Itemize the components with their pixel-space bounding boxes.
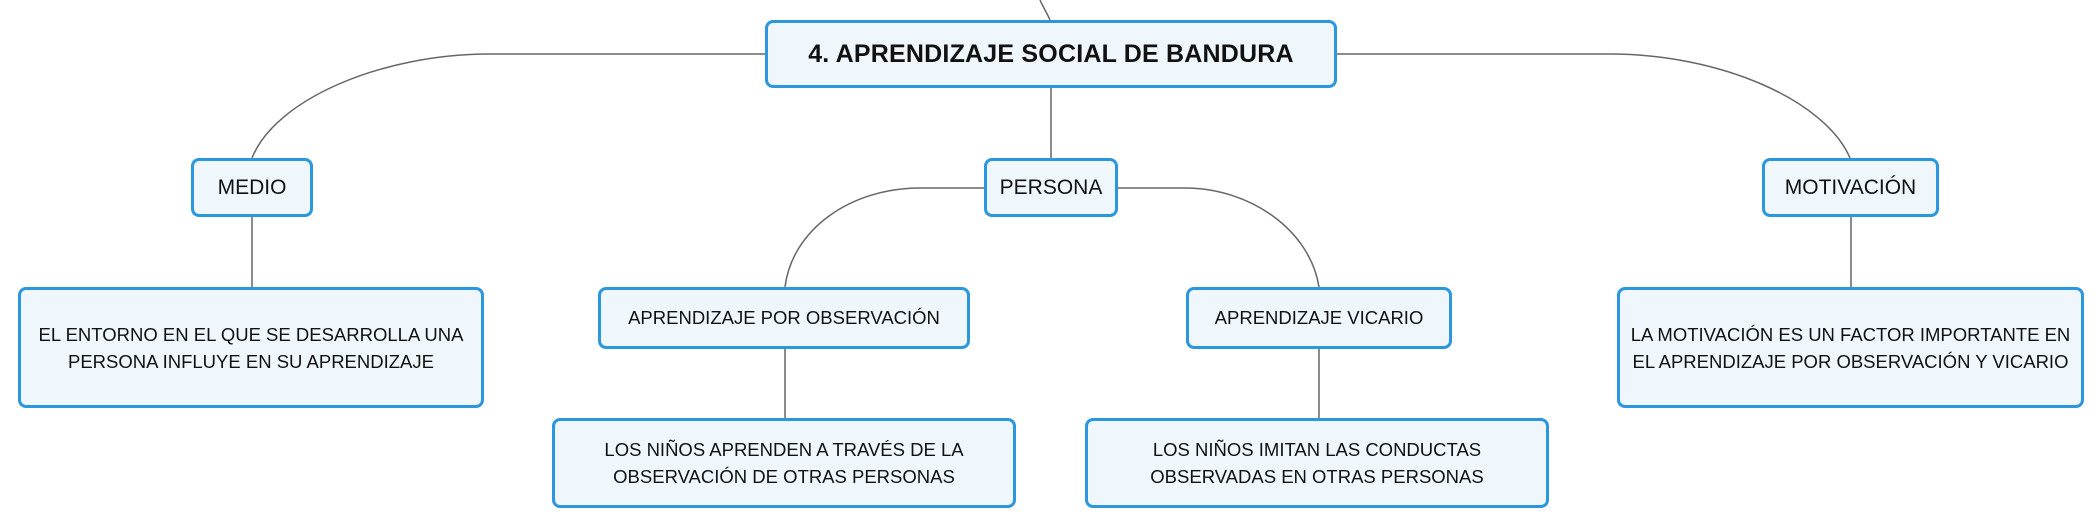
node-aprendizaje-observacion-label: APRENDIZAJE POR OBSERVACIÓN bbox=[628, 307, 940, 328]
root-node[interactable]: 4. APRENDIZAJE SOCIAL DE BANDURA bbox=[765, 20, 1337, 88]
node-observacion-detail[interactable]: LOS NIÑOS APRENDEN A TRAVÉS DE LA OBSERV… bbox=[552, 418, 1016, 508]
connector-persona-vicario bbox=[1118, 187, 1320, 288]
connector-root-motivacion bbox=[1337, 53, 1851, 159]
node-observacion-detail-line2: OBSERVACIÓN DE OTRAS PERSONAS bbox=[613, 466, 955, 487]
node-aprendizaje-vicario[interactable]: APRENDIZAJE VICARIO bbox=[1186, 287, 1452, 349]
node-vicario-detail-line2: OBSERVADAS EN OTRAS PERSONAS bbox=[1150, 466, 1484, 487]
node-observacion-detail-line1: LOS NIÑOS APRENDEN A TRAVÉS DE LA bbox=[604, 439, 964, 460]
node-medio-label: MEDIO bbox=[217, 175, 287, 199]
node-medio-detail-line1: EL ENTORNO EN EL QUE SE DESARROLLA UNA bbox=[38, 323, 464, 345]
node-motivacion-detail-line1: LA MOTIVACIÓN ES UN FACTOR IMPORTANTE EN bbox=[1630, 323, 2071, 345]
connector-root-medio bbox=[251, 53, 765, 159]
connector-parent-root bbox=[1039, 0, 1051, 21]
node-motivacion[interactable]: MOTIVACIÓN bbox=[1762, 158, 1939, 217]
node-motivacion-detail-text: LA MOTIVACIÓN ES UN FACTOR IMPORTANTE EN… bbox=[1631, 321, 2071, 375]
root-title: 4. APRENDIZAJE SOCIAL DE BANDURA bbox=[808, 39, 1294, 68]
node-motivacion-detail[interactable]: LA MOTIVACIÓN ES UN FACTOR IMPORTANTE EN… bbox=[1617, 287, 2084, 408]
node-motivacion-label: MOTIVACIÓN bbox=[1784, 175, 1917, 199]
node-medio-detail-line2: PERSONA INFLUYE EN SU APRENDIZAJE bbox=[68, 350, 434, 372]
node-medio-detail[interactable]: EL ENTORNO EN EL QUE SE DESARROLLA UNA P… bbox=[18, 287, 484, 408]
node-observacion-detail-text: LOS NIÑOS APRENDEN A TRAVÉS DE LA OBSERV… bbox=[604, 436, 963, 490]
node-vicario-detail[interactable]: LOS NIÑOS IMITAN LAS CONDUCTAS OBSERVADA… bbox=[1085, 418, 1549, 508]
node-aprendizaje-vicario-label: APRENDIZAJE VICARIO bbox=[1214, 307, 1424, 328]
node-persona[interactable]: PERSONA bbox=[984, 158, 1118, 217]
node-vicario-detail-line1: LOS NIÑOS IMITAN LAS CONDUCTAS bbox=[1152, 439, 1482, 460]
node-motivacion-detail-line2: EL APRENDIZAJE POR OBSERVACIÓN Y VICARIO bbox=[1632, 350, 2069, 372]
node-persona-label: PERSONA bbox=[999, 175, 1103, 199]
connector-persona-observacion bbox=[784, 187, 984, 288]
node-aprendizaje-observacion[interactable]: APRENDIZAJE POR OBSERVACIÓN bbox=[598, 287, 970, 349]
node-medio-detail-text: EL ENTORNO EN EL QUE SE DESARROLLA UNA P… bbox=[39, 321, 464, 375]
node-vicario-detail-text: LOS NIÑOS IMITAN LAS CONDUCTAS OBSERVADA… bbox=[1150, 436, 1483, 490]
node-medio[interactable]: MEDIO bbox=[191, 158, 313, 217]
